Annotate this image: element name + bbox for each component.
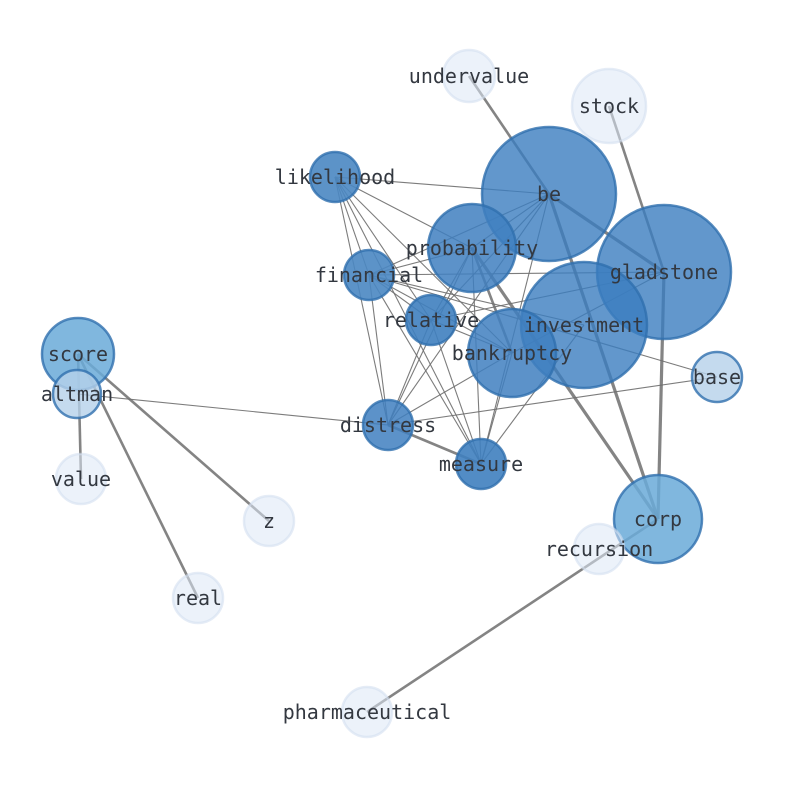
node-layer [40, 48, 744, 739]
node-label-financial: financial [315, 263, 423, 287]
node-recursion[interactable] [572, 522, 626, 576]
node-relative[interactable] [404, 293, 458, 347]
node-probability[interactable] [426, 202, 518, 294]
edge-financial-measure [368, 274, 482, 465]
edge-likelihood-relative [334, 176, 432, 321]
node-label-score: score [48, 342, 108, 366]
node-financial[interactable] [342, 248, 396, 302]
node-measure[interactable] [454, 437, 508, 491]
node-be[interactable] [480, 125, 618, 263]
node-label-investment: investment [524, 313, 644, 337]
node-label-pharmaceutical: pharmaceutical [283, 700, 452, 724]
node-label-recursion: recursion [545, 537, 653, 561]
node-pharmaceutical[interactable] [340, 685, 394, 739]
node-distress[interactable] [361, 398, 415, 452]
node-undervalue[interactable] [441, 48, 497, 104]
node-likelihood[interactable] [308, 150, 362, 204]
node-label-altman: altman [41, 382, 113, 406]
node-corp[interactable] [612, 473, 704, 565]
node-label-be: be [537, 182, 561, 206]
node-label-real: real [174, 586, 222, 610]
edge-score-z [77, 353, 270, 522]
label-layer: undervalue stock likelihood be probability gl… [41, 64, 741, 724]
node-label-likelihood: likelihood [275, 165, 395, 189]
node-label-base: base [693, 365, 741, 389]
edge-likelihood-distress [334, 176, 389, 426]
node-label-value: value [51, 467, 111, 491]
node-label-z: z [263, 509, 275, 533]
edge-layer [76, 75, 718, 714]
node-real[interactable] [171, 571, 225, 625]
node-bankruptcy[interactable] [466, 307, 558, 399]
node-z[interactable] [242, 494, 296, 548]
node-label-relative: relative [383, 308, 479, 332]
node-label-gladstone: gladstone [610, 260, 718, 284]
edge-distress-base [387, 376, 718, 426]
node-label-undervalue: undervalue [409, 64, 529, 88]
node-label-corp: corp [634, 507, 682, 531]
edge-altman-distress [76, 393, 389, 426]
node-label-bankruptcy: bankruptcy [452, 341, 572, 365]
node-label-measure: measure [439, 452, 523, 476]
node-base[interactable] [690, 350, 744, 404]
node-label-stock: stock [579, 94, 639, 118]
node-label-probability: probability [406, 236, 538, 260]
node-value[interactable] [54, 452, 108, 506]
node-altman[interactable] [51, 368, 103, 420]
node-label-distress: distress [340, 413, 436, 437]
node-stock[interactable] [570, 67, 648, 145]
